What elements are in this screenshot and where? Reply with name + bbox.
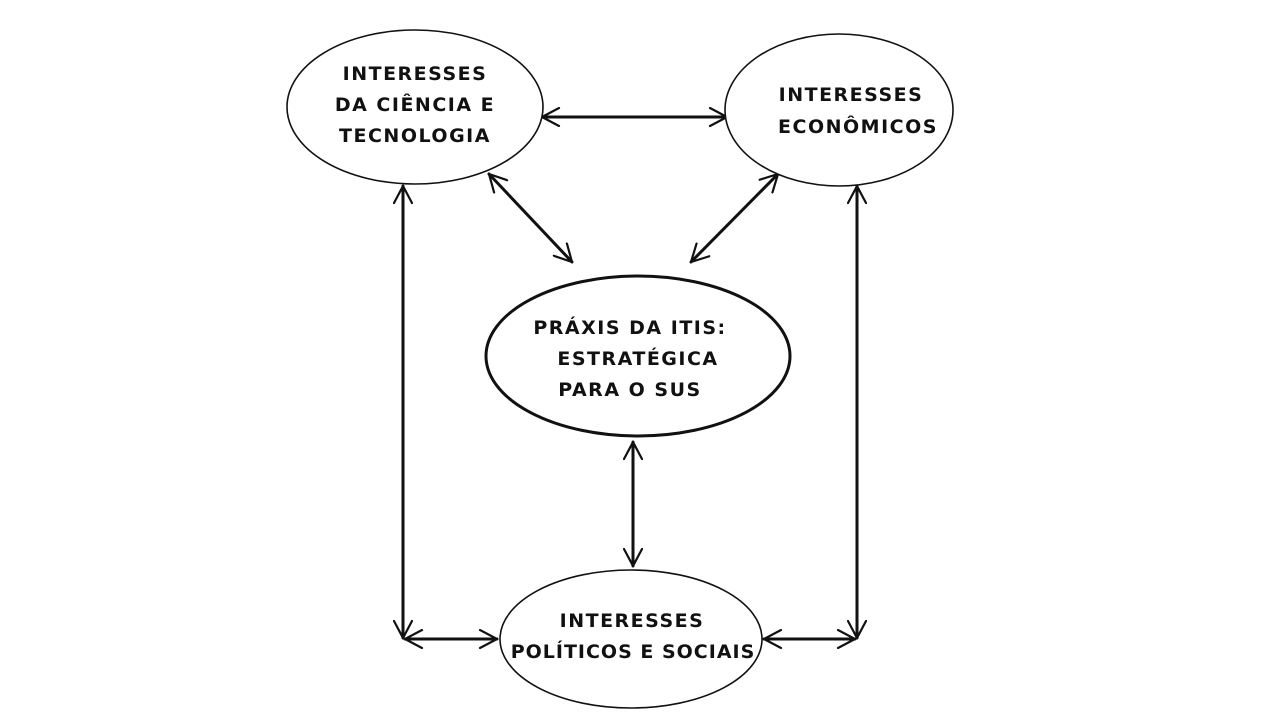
node-label-line: INTERESSES [779,84,924,106]
node-label-line: TECNOLOGIA [339,125,491,147]
arrow-economic-praxis [689,172,780,264]
svg-text:PARA O SUS: PARA O SUS [558,379,701,401]
svg-text:INTERESSES: INTERESSES [560,610,705,632]
node-label-line: ESTRATÉGICA [557,347,718,370]
node-political-social: INTERESSES POLÍTICOS E SOCIAIS [499,569,763,709]
svg-text:TECNOLOGIA: TECNOLOGIA [339,125,491,147]
node-economic: INTERESSES ECONÔMICOS [724,33,954,187]
node-label-line: POLÍTICOS E SOCIAIS [511,640,756,663]
node-label-line: DA CIÊNCIA E [335,93,495,116]
node-label-line: PARA O SUS [558,379,701,401]
node-science-technology: INTERESSES DA CIÊNCIA E TECNOLOGIA [286,29,544,185]
arrow-science-praxis [487,172,574,264]
node-label-line: PRÁXIS DA ITIS: [533,316,726,339]
node-label-line: INTERESSES [560,610,705,632]
node-praxis: PRÁXIS DA ITIS: ESTRATÉGICA PARA O SUS [484,274,792,438]
svg-text:PRÁXIS DA ITIS:: PRÁXIS DA ITIS: [533,316,726,339]
svg-text:INTERESSES: INTERESSES [343,63,488,85]
svg-text:ECONÔMICOS: ECONÔMICOS [778,114,938,138]
svg-text:POLÍTICOS E SOCIAIS: POLÍTICOS E SOCIAIS [511,640,756,663]
svg-text:ESTRATÉGICA: ESTRATÉGICA [557,347,718,370]
node-label-line: INTERESSES [343,63,488,85]
svg-text:INTERESSES: INTERESSES [779,84,924,106]
node-label-line: ECONÔMICOS [778,114,938,138]
svg-text:DA CIÊNCIA E: DA CIÊNCIA E [335,93,495,116]
